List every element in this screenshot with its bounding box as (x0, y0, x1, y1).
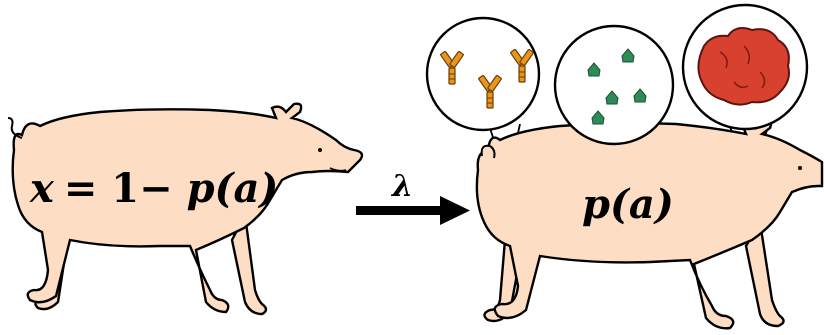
left-pig-label: x = 1− p(a) (29, 165, 278, 212)
inset-circle (555, 26, 673, 144)
inset-tissue (683, 5, 807, 129)
inset-antibodies (427, 18, 539, 130)
right-pig-label: p(a) (582, 181, 674, 228)
left-pig-eye (318, 148, 322, 152)
tissue-icon (698, 28, 789, 105)
right-pig: p(a) (477, 118, 822, 328)
inset-particles (555, 26, 673, 144)
left-pig: x = 1− p(a) (8, 104, 362, 314)
label-variable: x (29, 165, 55, 212)
arrow-label: λ (390, 169, 413, 204)
arrow-shaft (356, 206, 446, 215)
right-pig-eye (798, 166, 802, 170)
lambda-arrow: λ (356, 169, 470, 225)
right-pig-ear (482, 146, 495, 158)
label-function: p(a) (187, 165, 279, 212)
arrow-head (440, 196, 470, 225)
label-operator: = 1− (64, 165, 187, 212)
